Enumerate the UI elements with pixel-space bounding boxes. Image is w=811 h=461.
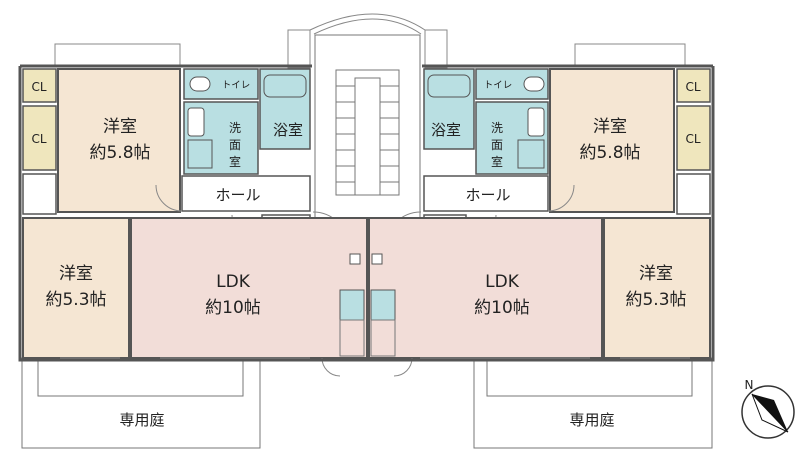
washroom-left-char1: 洗: [229, 121, 241, 135]
entry-nook-left: [22, 173, 57, 215]
pillar-right: [371, 253, 383, 265]
western-room-right-lower-size: 約5.3帖: [625, 290, 686, 310]
closet-right-mid: [676, 105, 711, 171]
hall-left-label: ホール: [215, 186, 260, 204]
western-room-left-lower-name: 洋室: [59, 264, 93, 284]
western-room-left-upper-name: 洋室: [103, 117, 137, 137]
compass: N: [741, 378, 795, 439]
western-room-right-upper-size: 約5.8帖: [579, 143, 640, 163]
garden-left: [21, 357, 261, 449]
western-room-right-lower-name: 洋室: [639, 264, 673, 284]
staircase: [314, 34, 421, 241]
washroom-left-char2: 面: [229, 138, 241, 152]
toilet-right-label: トイレ: [484, 80, 513, 91]
bathtub-left: [263, 74, 307, 98]
western-room-right-upper: [549, 68, 675, 213]
hall-right: [423, 175, 549, 212]
western-room-left-lower: [22, 217, 130, 359]
toilet-left-label: トイレ: [222, 80, 251, 91]
entry-nook-right: [676, 173, 711, 215]
sink-left: [187, 107, 205, 137]
washroom-left-char3: 室: [229, 154, 241, 169]
closet-right-top: [676, 68, 711, 103]
closet-right-top-label: CL: [685, 80, 700, 94]
washroom-right-char2: 面: [491, 138, 503, 152]
door-swing-right-upper: [547, 184, 575, 212]
bathroom-left-label: 浴室: [273, 121, 303, 139]
toilet-left-fixture: [189, 76, 211, 92]
bathroom-right-label: 浴室: [431, 121, 461, 139]
western-room-left-lower-size: 約5.3帖: [45, 290, 106, 310]
western-room-right-lower: [603, 217, 711, 359]
ldk-left: [130, 217, 368, 359]
ldk-right-name: LDK: [485, 272, 520, 292]
washroom-right-char1: 洗: [491, 121, 503, 135]
compass-label: N: [745, 378, 754, 392]
closet-left-top: [22, 68, 57, 103]
door-swing-left-upper: [155, 184, 183, 212]
washroom-right-char3: 室: [491, 154, 503, 169]
closet-left-top-label: CL: [31, 80, 46, 94]
hall-right-label: ホール: [465, 186, 510, 204]
pillar-left: [349, 253, 361, 265]
ldk-right: [368, 217, 603, 359]
ac-unit-right-base: [370, 319, 396, 357]
ac-unit-left-base: [339, 319, 365, 357]
balcony-top: [54, 13, 686, 69]
hall-left: [181, 175, 311, 212]
washer-right: [517, 139, 545, 169]
closet-right-mid-label: CL: [685, 132, 700, 146]
ldk-left-size: 約10帖: [205, 298, 261, 318]
ldk-right-size: 約10帖: [474, 298, 530, 318]
compass-needle-tail: [751, 393, 789, 433]
western-room-right-upper-name: 洋室: [593, 117, 627, 137]
western-room-left-upper: [57, 68, 181, 213]
outer-walls: [18, 64, 715, 362]
ac-unit-left: [339, 289, 365, 321]
western-room-left-upper-size: 約5.8帖: [89, 143, 150, 163]
ldk-left-name: LDK: [216, 272, 251, 292]
closet-left-mid-label: CL: [31, 132, 46, 146]
garden-left-label: 専用庭: [119, 411, 164, 429]
ac-unit-right: [370, 289, 396, 321]
toilet-right-fixture: [523, 76, 545, 92]
bathtub-right: [427, 74, 471, 98]
garden-right: [473, 357, 713, 449]
garden-right-label: 専用庭: [569, 411, 614, 429]
closet-left-mid: [22, 105, 57, 171]
washer-left: [187, 139, 213, 169]
sink-right: [527, 107, 545, 137]
